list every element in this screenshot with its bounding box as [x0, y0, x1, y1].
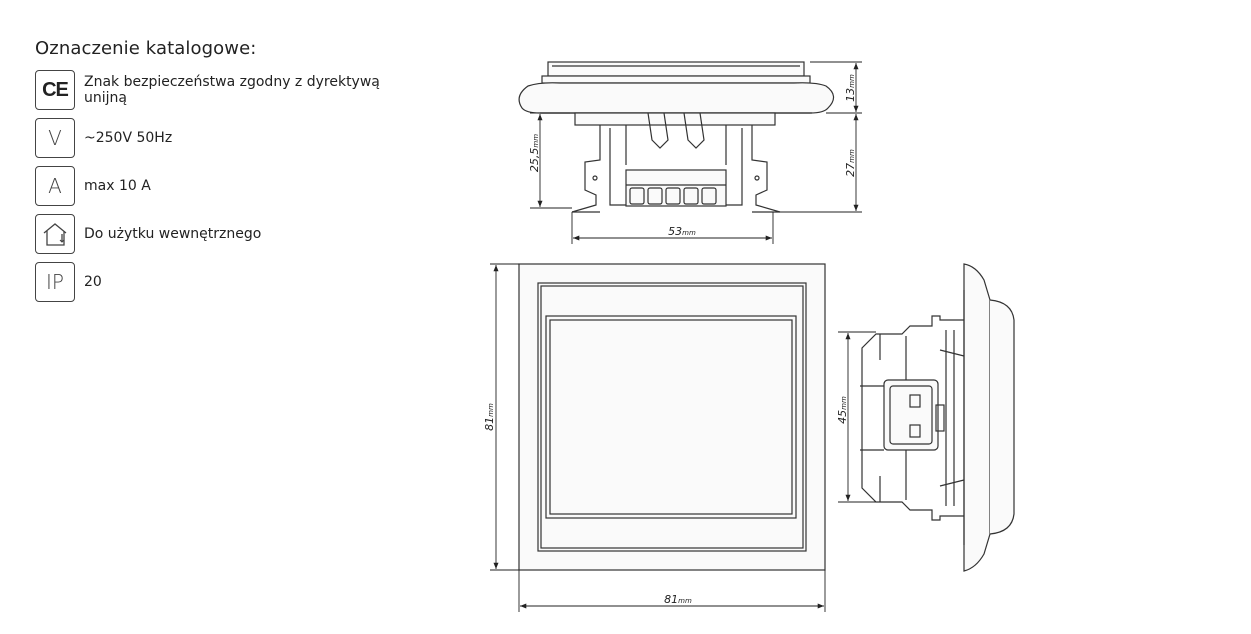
spec-row-ce: CE Znak bezpieczeństwa zgodny z dyrektyw…: [35, 69, 435, 111]
spec-row-voltage: V ~250V 50Hz: [35, 117, 435, 159]
ampere-icon: A: [35, 166, 75, 206]
ce-symbol: CE: [42, 78, 69, 101]
spec-text-ip: 20: [84, 274, 102, 290]
ip-rating-icon: IP: [35, 262, 75, 302]
front-view: [518, 263, 826, 571]
catalog-panel: Oznaczenie katalogowe: CE Znak bezpiecze…: [35, 38, 435, 309]
spec-text-voltage: ~250V 50Hz: [84, 130, 173, 146]
dim-label-mechanism-width: 53mm: [668, 225, 696, 238]
ip-symbol: IP: [46, 270, 64, 294]
top-view-dimensions: [530, 61, 862, 244]
dim-label-side-height: 45mm: [836, 396, 849, 424]
voltage-icon: V: [35, 118, 75, 158]
dim-label-frame-height: 81mm: [483, 403, 496, 431]
catalog-title: Oznaczenie katalogowe:: [35, 38, 257, 59]
dim-label-top-height: 13mm: [844, 74, 857, 102]
front-view-dimensions: [490, 263, 826, 612]
dim-label-total-depth: 27mm: [844, 149, 857, 177]
dim-label-mechanism-depth: 25,5mm: [528, 134, 541, 172]
spec-row-ampere: A max 10 A: [35, 165, 435, 207]
spec-row-indoor: Do użytku wewnętrznego: [35, 213, 435, 255]
indoor-use-icon: [35, 214, 75, 254]
spec-text-indoor: Do użytku wewnętrznego: [84, 226, 262, 242]
ampere-symbol: A: [48, 174, 62, 198]
house-icon: [43, 223, 67, 246]
voltage-symbol: V: [48, 126, 62, 150]
spec-text-ce: Znak bezpieczeństwa zgodny z dyrektywą u…: [84, 74, 380, 106]
top-view: [518, 61, 835, 213]
spec-text-ampere: max 10 A: [84, 178, 151, 194]
side-view: [860, 263, 1015, 572]
ce-mark-icon: CE: [35, 70, 75, 110]
spec-row-ip: IP 20: [35, 261, 435, 303]
dim-label-frame-width: 81mm: [664, 593, 692, 606]
side-view-dimensions: [838, 331, 876, 503]
